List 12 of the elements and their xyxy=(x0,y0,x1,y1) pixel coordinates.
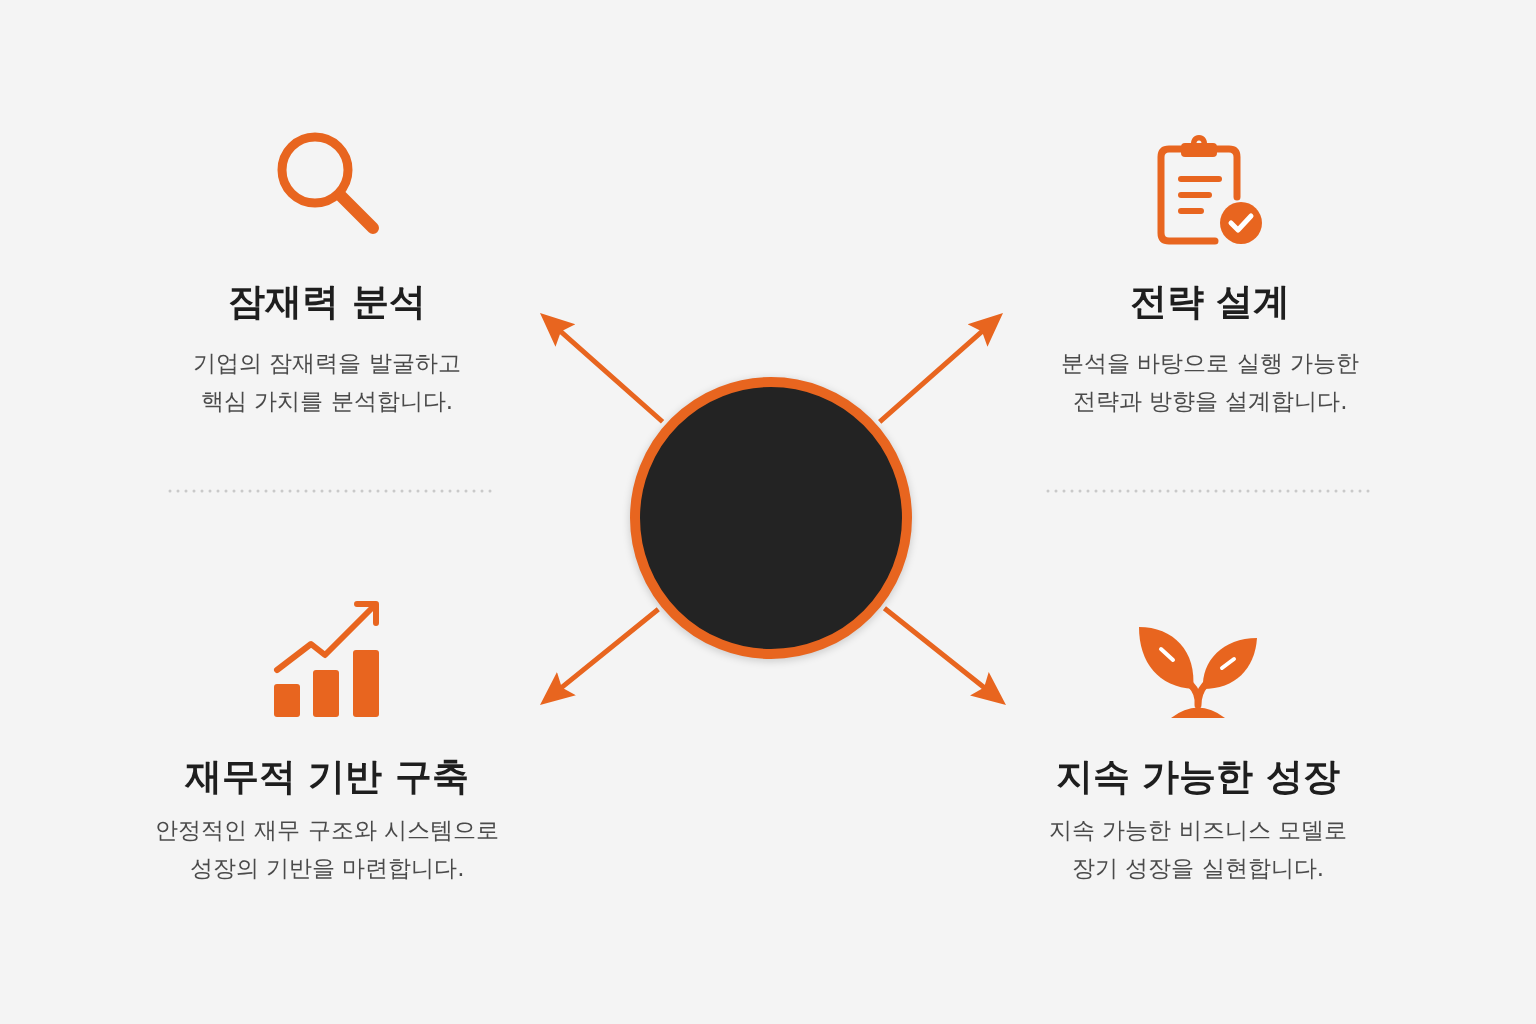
section-heading: 잠재력 분석 xyxy=(228,279,426,325)
arrow xyxy=(538,607,660,707)
section-description: 기업의 잠재력을 발굴하고 핵심 가치를 분석합니다. xyxy=(192,349,462,416)
section-heading: 지속 가능한 성장 xyxy=(1055,754,1341,800)
section-heading: 전략 설계 xyxy=(1129,279,1291,325)
arrow xyxy=(538,311,665,424)
section-description: 분석을 바탕으로 실행 가능한 전략과 방향을 설계합니다. xyxy=(1060,349,1360,416)
arrow xyxy=(878,311,1005,424)
section-description: 안정적인 재무 구조와 시스템으로 성장의 기반을 마련합니다. xyxy=(154,816,500,883)
section-description: 지속 가능한 비즈니스 모델로 장기 성장을 실현합니다. xyxy=(1048,816,1348,883)
arrow xyxy=(882,606,1008,707)
section-heading: 재무적 기반 구축 xyxy=(184,754,470,800)
